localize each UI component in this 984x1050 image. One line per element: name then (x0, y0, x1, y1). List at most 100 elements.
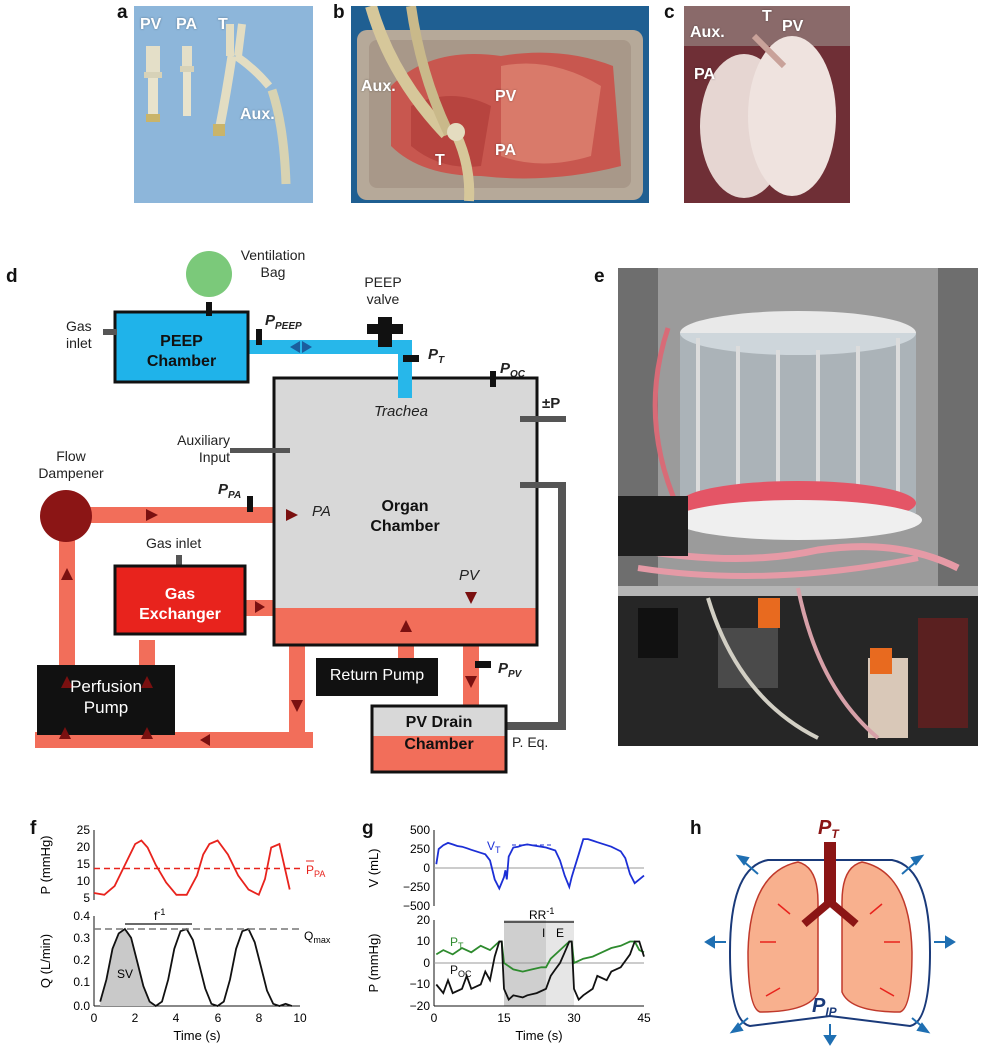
g-bot-ytick-0: 20 (417, 913, 431, 927)
h-pt-label: PT (818, 817, 840, 841)
f-xlabel: Time (s) (173, 1028, 220, 1043)
ventilation-bag-icon (186, 251, 232, 297)
panel-label-h: h (690, 818, 702, 839)
g-poc-label: POC (450, 963, 472, 979)
g-xlabel: Time (s) (515, 1028, 562, 1043)
chart-f: 25 20 15 10 5 P (mmHg) PPA f-1 Qmax SV 0… (38, 823, 331, 1043)
f-bot-ytick-0: 0.4 (73, 909, 90, 923)
p-oc-sub: OC (510, 369, 526, 380)
photo-connectors: PV PA T Aux. (134, 6, 313, 203)
stroke-volume-area (100, 929, 156, 1006)
h-pt-sub: T (831, 827, 840, 841)
f-top-ytick-0: 25 (77, 823, 91, 837)
panel-label-a: a (117, 2, 128, 23)
perfusion-system-diagram (35, 251, 566, 774)
plus-minus-p-label: ±P (542, 395, 561, 412)
g-top-ytick-4: −500 (403, 899, 430, 913)
perfusion-pump-line2: Pump (83, 698, 129, 717)
chart-f-bottom: f-1 Qmax SV 0.4 0.3 0.2 0.1 0.0 0 2 4 6 … (38, 907, 331, 1043)
ventilation-bag-label-line2: Bag (260, 264, 286, 280)
photo-bioreactor (618, 268, 978, 746)
g-top-ylabel: V (mL) (366, 849, 381, 888)
f-bottom-qmax-label: Qmax (304, 929, 331, 945)
chart-f-top: 25 20 15 10 5 P (mmHg) PPA (38, 823, 325, 905)
g-poc-main: P (450, 963, 458, 977)
g-xtick-0: 0 (431, 1011, 438, 1025)
inward-arrows (760, 903, 900, 997)
panel-label-g: g (362, 818, 374, 839)
p-pv-main: P (498, 660, 509, 677)
flow-dampener-label: Flow Dampener (34, 448, 108, 482)
ventilation-bag-label: Ventilation Bag (228, 247, 318, 281)
panel-label-f: f (30, 818, 37, 839)
pv-drain-chamber-label: PV Drain Chamber (372, 712, 506, 756)
h-pip-label: PIP (812, 995, 838, 1019)
f-top-ytick-3: 10 (77, 874, 91, 888)
panel-label-e: e (594, 266, 605, 287)
tidal-volume-line (435, 838, 645, 891)
g-xtick-3: 45 (637, 1011, 651, 1025)
f-top-mean-sub: PA (314, 869, 325, 879)
h-pip-sub: IP (825, 1005, 837, 1019)
peep-chamber-label-line2: Chamber (146, 353, 217, 370)
gas-exchanger-line2: Exchanger (139, 606, 221, 623)
gas-inlet-mid-label: Gas inlet (146, 535, 202, 551)
p-pa-sub: PA (228, 490, 242, 501)
g-pt-main: P (450, 935, 458, 949)
g-bot-ytick-1: 10 (417, 934, 431, 948)
tracheal-pressure-line (435, 940, 645, 973)
p-pv-sub: PV (508, 669, 522, 680)
p-oc-label: POC (500, 360, 525, 380)
h-pip-main: P (812, 995, 826, 1017)
ventilation-bag-label-line1: Ventilation (240, 247, 306, 263)
right-lung (841, 861, 913, 1013)
f-bot-ytick-1: 0.3 (73, 931, 90, 945)
photo-lungs-in-tray: Aux. PV T PA (351, 6, 649, 203)
perfusion-pump-line1: Perfusion (70, 677, 142, 696)
g-top-ytick-1: 250 (410, 842, 430, 856)
return-pump-label: Return Pump (329, 667, 425, 684)
trachea-label: Trachea (374, 403, 428, 420)
g-rr-sup: -1 (546, 906, 554, 916)
g-vt-main: V (487, 839, 495, 853)
auxiliary-input-line2: Input (198, 449, 230, 465)
peep-chamber-label-line1: PEEP (160, 333, 203, 350)
lung-chamber-illustration (684, 6, 850, 203)
g-poc-sub: OC (458, 969, 472, 979)
flow-dampener-icon (40, 490, 92, 542)
flow-line (99, 927, 293, 1008)
peep-valve-label-line2: valve (366, 291, 400, 307)
flow-dampener-line2: Dampener (38, 465, 104, 481)
peep-chamber-label: PEEP Chamber (115, 332, 248, 372)
photo-c-label-pa: PA (694, 66, 716, 83)
g-i-label: I (542, 926, 545, 940)
f-freq-main: f (154, 909, 158, 923)
flow-dampener-line1: Flow (56, 448, 86, 464)
perfusion-pump-label: Perfusion Pump (37, 676, 175, 718)
pv-label: PV (459, 567, 480, 584)
f-xtick-1: 2 (132, 1011, 139, 1025)
left-lung (747, 861, 819, 1013)
p-pa-main: P (218, 481, 229, 498)
g-pt-sub: T (458, 941, 464, 951)
photo-a-label-pv: PV (140, 16, 162, 33)
gas-inlet-left-label: Gas inlet (66, 318, 92, 352)
f-xtick-0: 0 (91, 1011, 98, 1025)
pv-drain-chamber-line1: PV Drain (405, 714, 473, 731)
panel-label-d: d (6, 266, 18, 287)
p-t-label: PT (428, 346, 444, 366)
chart-g-top: VT 500 250 0 −250 −500 V (mL) (366, 823, 645, 913)
f-xtick-4: 8 (256, 1011, 263, 1025)
g-rr-main: RR (529, 908, 547, 922)
photo-c-label-t: T (762, 8, 772, 25)
connectors-illustration (134, 6, 313, 203)
airway-tube (248, 340, 408, 354)
p-oc-main: P (500, 360, 511, 377)
organ-chamber-line1: Organ (381, 498, 429, 515)
peep-valve-label: PEEP valve (353, 274, 413, 308)
p-peep-label: PPEEP (265, 312, 302, 332)
gas-inlet-left-line1: Gas (66, 318, 92, 334)
p-t-main: P (428, 346, 439, 363)
f-freq-sup: -1 (157, 907, 165, 917)
photo-b-label-aux: Aux. (361, 78, 396, 95)
